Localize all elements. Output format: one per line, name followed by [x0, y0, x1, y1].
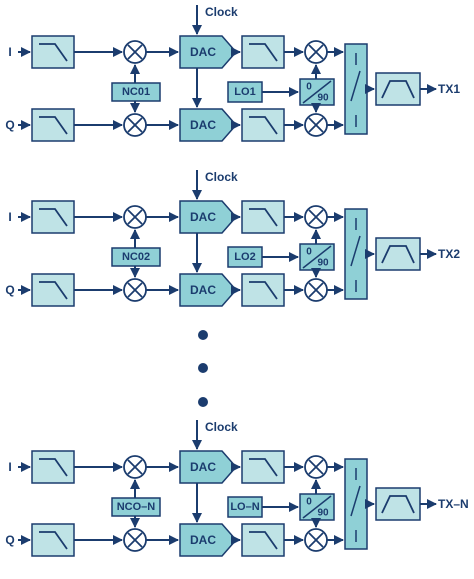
mixer-cross-line — [127, 209, 143, 225]
lowpass-filter — [241, 273, 285, 307]
q-input-label: Q — [5, 533, 14, 547]
phase-90-label: 90 — [317, 93, 329, 104]
phase-shifter-diagonal — [302, 80, 332, 104]
bandpass-filter-icon — [381, 495, 415, 514]
ellipsis-dot — [198, 330, 208, 340]
nco-label: NC01 — [122, 86, 150, 98]
nco-label: NCO–N — [117, 501, 156, 513]
lowpass-filter — [31, 450, 75, 484]
dac-label: DAC — [190, 283, 216, 297]
lowpass-filter — [31, 200, 75, 234]
tx-output-label: TX2 — [438, 247, 460, 261]
mixer-cross-line — [127, 282, 143, 298]
mixer-cross-line — [308, 44, 324, 60]
lowpass-filter-icon — [249, 43, 278, 62]
lo-label: LO–N — [230, 501, 259, 513]
bandpass-filter-icon — [381, 80, 415, 99]
lowpass-filter — [31, 523, 75, 557]
q-input-label: Q — [5, 283, 14, 297]
dac-label: DAC — [190, 45, 216, 59]
lowpass-filter — [241, 450, 285, 484]
mixer-cross-line — [308, 459, 324, 475]
phase-0-label: 0 — [306, 82, 312, 93]
lowpass-filter-icon — [39, 208, 68, 227]
bandpass-filter — [375, 72, 421, 106]
dac-block — [179, 108, 237, 142]
phase-90-label: 90 — [317, 258, 329, 269]
lowpass-filter — [31, 108, 75, 142]
dac-label: DAC — [190, 118, 216, 132]
lowpass-filter-icon — [39, 43, 68, 62]
lowpass-filter-icon — [249, 531, 278, 550]
phase-0-label: 0 — [306, 497, 312, 508]
clock-label: Clock — [205, 5, 238, 19]
lowpass-filter — [241, 108, 285, 142]
ellipsis-dot — [198, 363, 208, 373]
dac-block — [179, 450, 237, 484]
tx-output-label: TX1 — [438, 82, 460, 96]
mixer-cross-line — [308, 282, 324, 298]
lowpass-filter-icon — [39, 531, 68, 550]
dac-label: DAC — [190, 460, 216, 474]
phase-shifter-diagonal — [302, 495, 332, 519]
lowpass-filter — [31, 273, 75, 307]
mixer-cross-line — [308, 209, 324, 225]
bandpass-filter-icon — [381, 245, 415, 264]
lowpass-filter-icon — [249, 116, 278, 135]
combiner-line — [350, 485, 361, 517]
mixer-cross-line — [127, 532, 143, 548]
q-input-label: Q — [5, 118, 14, 132]
phase-0-label: 0 — [306, 247, 312, 258]
i-input-label: I — [8, 460, 11, 474]
clock-label: Clock — [205, 170, 238, 184]
i-input-label: I — [8, 210, 11, 224]
lowpass-filter — [241, 35, 285, 69]
dac-label: DAC — [190, 533, 216, 547]
dac-block — [179, 273, 237, 307]
phase-90-label: 90 — [317, 508, 329, 519]
dac-block — [179, 523, 237, 557]
lowpass-filter-icon — [39, 281, 68, 300]
mixer-cross-line — [127, 117, 143, 133]
lowpass-filter — [241, 200, 285, 234]
mixer-cross-line — [127, 459, 143, 475]
bandpass-filter — [375, 237, 421, 271]
ellipsis-dots — [198, 330, 208, 407]
lowpass-filter — [31, 35, 75, 69]
dac-label: DAC — [190, 210, 216, 224]
mixer-cross-line — [127, 44, 143, 60]
lo-label: LO1 — [234, 86, 255, 98]
lowpass-filter-icon — [249, 458, 278, 477]
lowpass-filter-icon — [39, 458, 68, 477]
bandpass-filter — [375, 487, 421, 521]
lo-label: LO2 — [234, 251, 255, 263]
dac-block — [179, 200, 237, 234]
lowpass-filter — [241, 523, 285, 557]
tx-output-label: TX–N — [438, 497, 469, 511]
phase-shifter-diagonal — [302, 245, 332, 269]
mixer-cross-line — [308, 117, 324, 133]
mixer-cross-line — [308, 532, 324, 548]
lowpass-filter-icon — [249, 281, 278, 300]
dac-block — [179, 35, 237, 69]
i-input-label: I — [8, 45, 11, 59]
combiner-line — [350, 70, 361, 102]
ellipsis-dot — [198, 397, 208, 407]
combiner-line — [350, 235, 361, 267]
lowpass-filter-icon — [39, 116, 68, 135]
nco-label: NC02 — [122, 251, 150, 263]
lowpass-filter-icon — [249, 208, 278, 227]
clock-label: Clock — [205, 420, 238, 434]
